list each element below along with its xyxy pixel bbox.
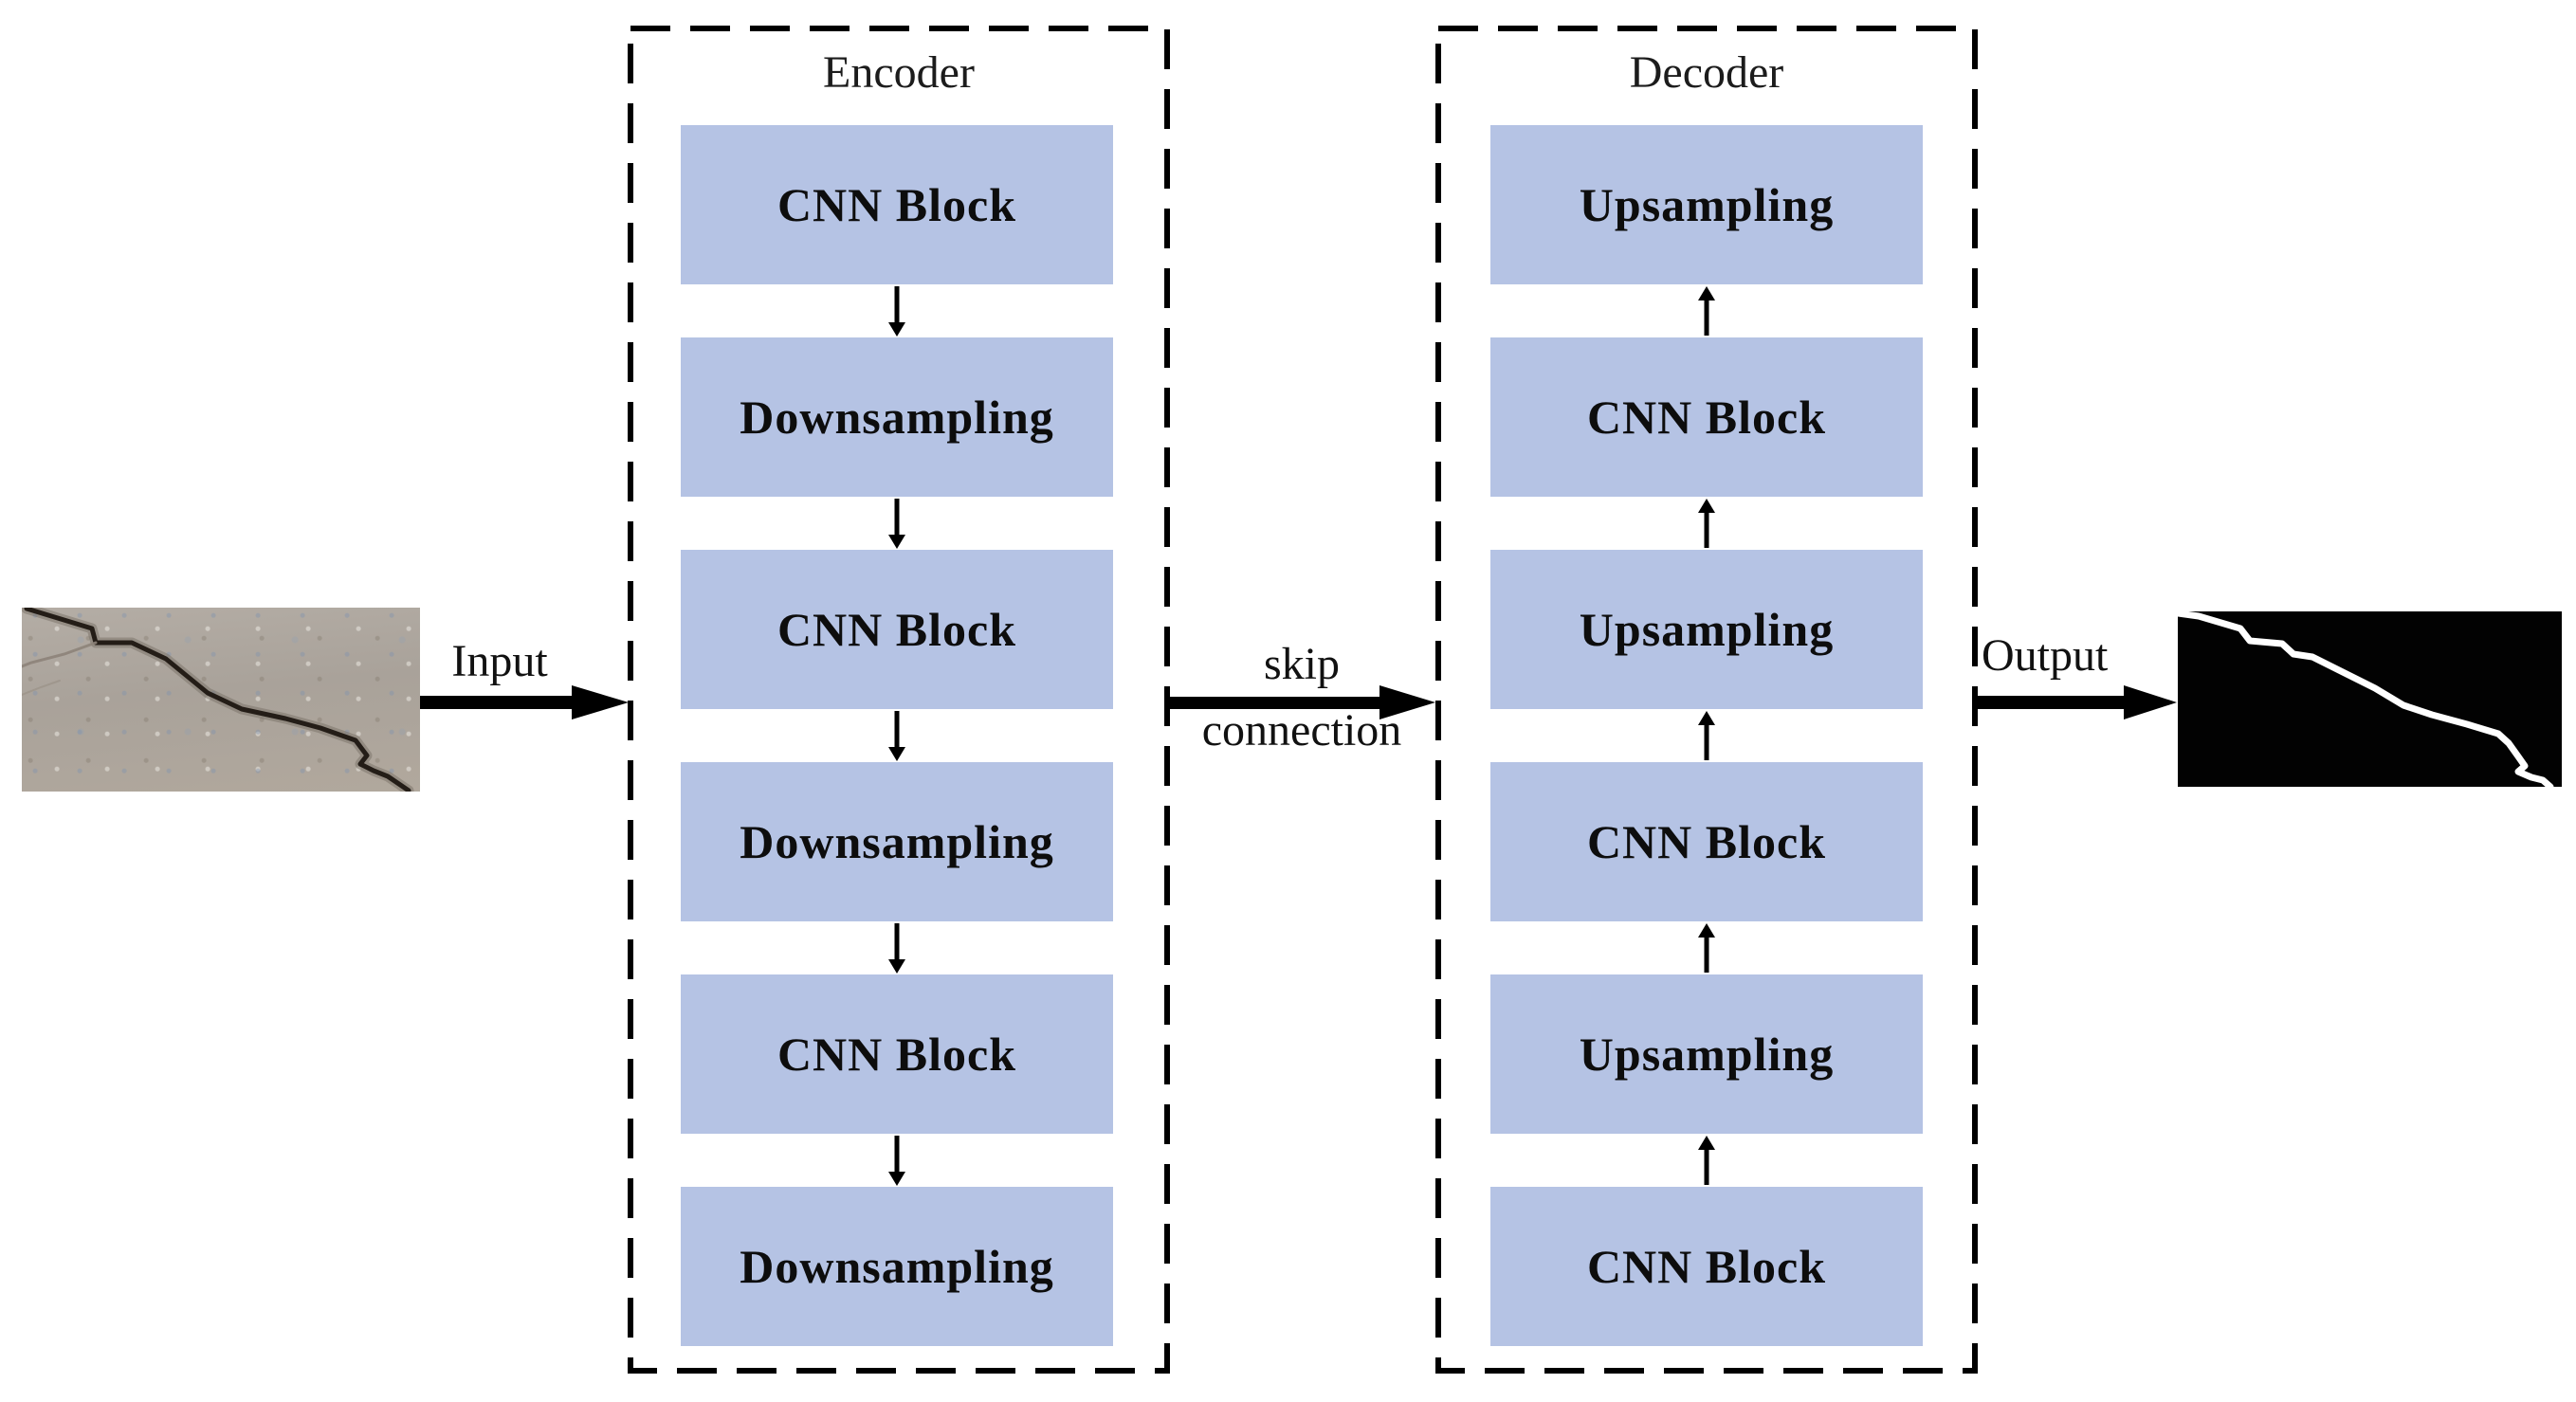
encoder-flow-arrow-1 (888, 286, 905, 337)
decoder-block-6: CNN Block (1490, 1187, 1923, 1346)
decoder-flow-arrow-5 (1698, 1136, 1715, 1185)
encoder-flow-arrow-2 (888, 499, 905, 549)
decoder-block-2: CNN Block (1490, 337, 1923, 497)
crack-drawing (22, 608, 414, 792)
skip-connection-label: skip connection (1169, 631, 1434, 764)
input-label: Input (451, 636, 548, 686)
input-crack-photo (22, 608, 420, 792)
encoder-block-3: CNN Block (681, 550, 1113, 709)
decoder-block-5: Upsampling (1490, 974, 1923, 1134)
decoder-flow-arrow-1 (1698, 286, 1715, 336)
output-segmentation-mask (2178, 611, 2562, 787)
decoder-flow-arrow-3 (1698, 711, 1715, 760)
encoder-title: Encoder (823, 47, 975, 98)
encoder-flow-arrow-5 (888, 1136, 905, 1186)
decoder-block-4: CNN Block (1490, 762, 1923, 921)
output-arrow (1977, 685, 2177, 719)
encoder-flow-arrow-3 (888, 711, 905, 761)
encoder-flow-arrow-4 (888, 923, 905, 974)
decoder-block-1: Upsampling (1490, 125, 1923, 284)
output-label: Output (1982, 630, 2109, 681)
encoder-block-6: Downsampling (681, 1187, 1113, 1346)
skip-label-line1: skip (1263, 639, 1340, 689)
encoder-block-5: CNN Block (681, 974, 1113, 1134)
encoder-block-4: Downsampling (681, 762, 1113, 921)
input-arrow (420, 685, 629, 719)
decoder-flow-arrow-2 (1698, 499, 1715, 548)
mask-crack-drawing (2178, 611, 2554, 787)
encoder-block-2: Downsampling (681, 337, 1113, 497)
decoder-block-3: Upsampling (1490, 550, 1923, 709)
decoder-flow-arrow-4 (1698, 923, 1715, 973)
crack-line (24, 608, 411, 792)
mask-crack-line (2178, 611, 2554, 787)
encoder-block-1: CNN Block (681, 125, 1113, 284)
crack-branch (22, 641, 98, 668)
skip-label-line2: connection (1201, 705, 1402, 756)
decoder-title: Decoder (1629, 47, 1784, 98)
crack-branch-faint (22, 680, 61, 696)
